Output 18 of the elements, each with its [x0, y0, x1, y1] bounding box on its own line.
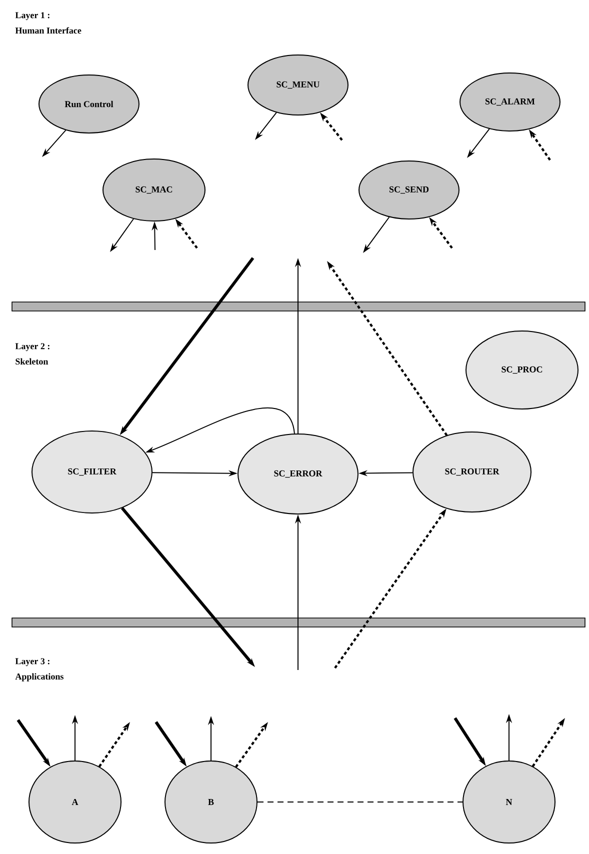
layer-label: Layer 1 :: [15, 12, 50, 20]
ellipse-node: SC_ERROR: [238, 434, 358, 514]
ellipse-node: SC_SEND: [358, 160, 460, 220]
ellipse-node: SC_MENU: [248, 54, 348, 116]
ellipse-node: B: [164, 760, 258, 844]
layer-label: Layer 2 :: [15, 343, 50, 352]
layer-label: Human Interface: [15, 27, 82, 34]
layer-label: Skeleton: [16, 358, 48, 365]
ellipse-node: SC_ALARM: [460, 72, 560, 132]
ellipse-node: SC_MAC: [102, 158, 206, 222]
layer-label: Applications: [15, 673, 64, 682]
ellipse-node: Run Control: [38, 74, 140, 134]
ellipse-node: A: [28, 760, 122, 844]
ellipse-node: SC_ROUTER: [412, 432, 532, 512]
ellipse-node: SC_FILTER: [32, 430, 152, 514]
layer-label: Layer 3 :: [15, 658, 50, 666]
ellipse-node: SC_PROC: [466, 330, 578, 410]
ellipse-node: N: [462, 760, 556, 844]
